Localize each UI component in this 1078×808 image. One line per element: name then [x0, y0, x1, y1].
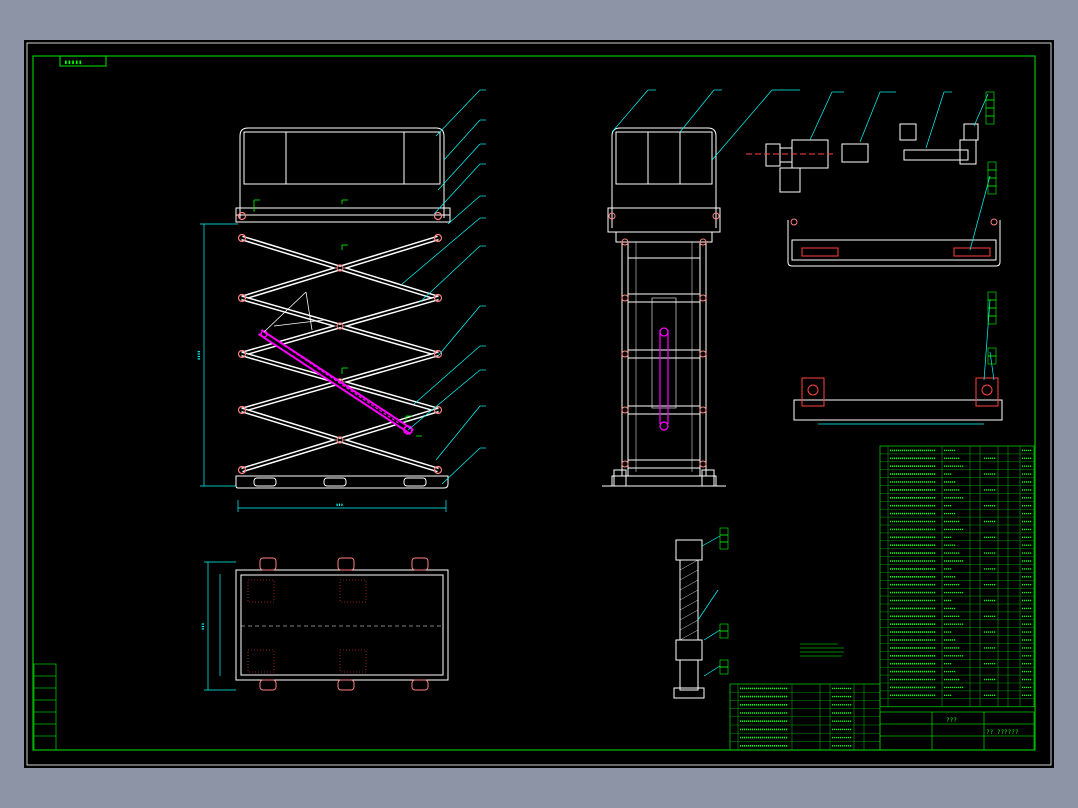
- cylinder-support: [263, 291, 325, 333]
- detail-small-boxes: [985, 91, 995, 125]
- detail-rail-boxes: [987, 161, 997, 195]
- title-block-title: ?? ??????: [986, 729, 1019, 736]
- side-leaders: [611, 89, 800, 161]
- top-view-holes: [247, 579, 367, 673]
- parts-list-right-border: [879, 445, 1035, 708]
- width-dim-text: ▮▮▮: [336, 502, 343, 507]
- front-view: [235, 127, 451, 489]
- left-margin-table: [33, 663, 57, 751]
- sheet-tag: ▮▮▮▮▮: [64, 59, 82, 66]
- hydraulic-cylinder: [258, 329, 414, 435]
- drawing-canvas[interactable]: ▮▮▮▮▮: [24, 40, 1054, 768]
- side-view: [602, 127, 726, 487]
- height-dim-text: ▮▮▮▮: [196, 350, 201, 360]
- detail-cylinder-leaders: [697, 535, 721, 677]
- detail-rail-section: [787, 218, 1001, 267]
- detail-roller-section: [793, 377, 1003, 425]
- detail-roller-boxes: [987, 291, 997, 365]
- parts-list-bottom: [729, 683, 881, 751]
- detail-cylinder: [673, 539, 705, 699]
- detail-cylinder-boxes: [719, 527, 729, 675]
- top-dim-text: ▮▮▮: [200, 623, 205, 630]
- title-block: [879, 711, 1035, 751]
- top-view: [235, 557, 449, 691]
- detail-cylinder-hatch: [679, 559, 699, 641]
- drawing-frame: [26, 42, 1052, 766]
- top-view-dims: [204, 561, 236, 691]
- detail-rail-leaders: [969, 175, 991, 251]
- technical-notes: [800, 643, 844, 657]
- parts-list-right: [879, 445, 1035, 708]
- side-view-cylinder: [659, 327, 669, 431]
- side-view-pins: [608, 212, 720, 468]
- front-section-marks: [253, 199, 422, 437]
- front-dimensions: [200, 223, 447, 512]
- drawing-svg: ▮▮▮▮▮: [26, 42, 1052, 766]
- detail-roller-leaders: [983, 299, 995, 381]
- title-block-drawing-number: ???: [946, 717, 957, 724]
- detail-leaders: [809, 91, 989, 149]
- front-leaders: [401, 89, 486, 485]
- detail-pin-assembly: [746, 123, 979, 193]
